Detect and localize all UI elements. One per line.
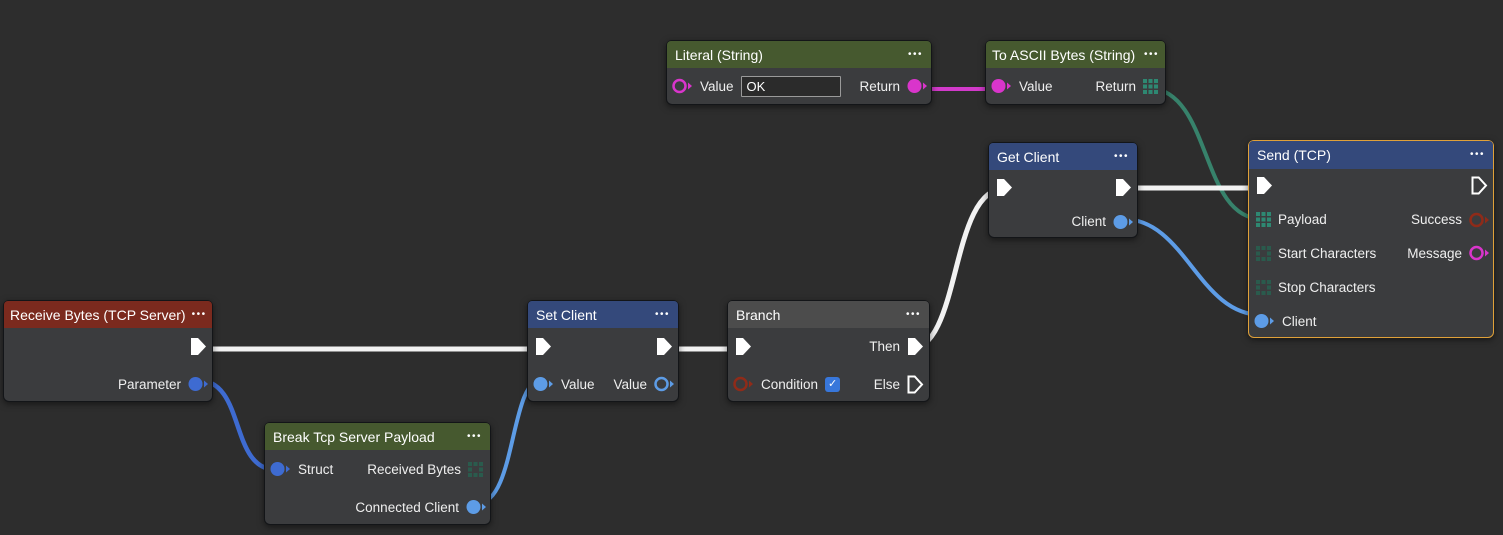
- node-receive-bytes-tcp-server[interactable]: Receive Bytes (TCP Server) ••• Parameter: [3, 300, 213, 402]
- connected-client-label: Connected Client: [355, 499, 459, 515]
- return-label: Return: [1095, 78, 1136, 94]
- payload-input-pin[interactable]: [1256, 212, 1271, 228]
- node-header[interactable]: To ASCII Bytes (String) •••: [986, 41, 1165, 68]
- struct-label: Struct: [298, 461, 334, 477]
- then-label: Then: [869, 339, 900, 355]
- exec-in-pin[interactable]: [1256, 176, 1273, 195]
- node-header[interactable]: Send (TCP) •••: [1249, 141, 1493, 169]
- start-characters-label: Start Characters: [1278, 245, 1377, 261]
- exec-out-pin[interactable]: [190, 337, 207, 356]
- received-bytes-output-pin[interactable]: [468, 461, 483, 477]
- node-branch[interactable]: Branch ••• Then Condition ✓: [727, 300, 930, 402]
- value-input-pin[interactable]: [991, 78, 1012, 94]
- node-header[interactable]: Receive Bytes (TCP Server) •••: [4, 301, 212, 328]
- node-title: Set Client: [536, 306, 597, 323]
- node-header[interactable]: Branch •••: [728, 301, 929, 328]
- node-break-tcp-server-payload[interactable]: Break Tcp Server Payload ••• Struct Rece…: [264, 422, 491, 525]
- node-menu-icon[interactable]: •••: [905, 308, 921, 320]
- connected-client-output-pin[interactable]: [466, 499, 487, 515]
- then-output-pin[interactable]: [907, 337, 924, 356]
- return-label: Return: [859, 78, 900, 94]
- payload-label: Payload: [1278, 212, 1327, 228]
- node-menu-icon[interactable]: •••: [1113, 150, 1129, 162]
- condition-label: Condition: [761, 376, 819, 392]
- node-menu-icon[interactable]: •••: [466, 430, 482, 442]
- value-input-pin[interactable]: [533, 376, 554, 392]
- node-header[interactable]: Break Tcp Server Payload •••: [265, 423, 490, 450]
- return-bytes-output-pin[interactable]: [1143, 78, 1158, 94]
- node-title: Receive Bytes (TCP Server): [10, 306, 186, 323]
- exec-in-pin[interactable]: [735, 337, 752, 356]
- node-header[interactable]: Literal (String) •••: [667, 41, 931, 68]
- client-output-pin[interactable]: [1113, 214, 1134, 230]
- struct-input-pin[interactable]: [270, 461, 291, 477]
- value-label: Value: [700, 78, 734, 94]
- client-label: Client: [1282, 313, 1317, 329]
- node-title: Get Client: [997, 148, 1060, 165]
- node-title: Send (TCP): [1257, 147, 1331, 163]
- received-bytes-label: Received Bytes: [367, 461, 461, 477]
- success-label: Success: [1410, 212, 1462, 228]
- node-title: Branch: [736, 306, 781, 323]
- node-menu-icon[interactable]: •••: [654, 308, 670, 320]
- stop-characters-label: Stop Characters: [1278, 279, 1376, 295]
- value-input-pin[interactable]: [672, 78, 693, 94]
- exec-out-pin[interactable]: [1115, 178, 1132, 197]
- else-label: Else: [873, 376, 900, 392]
- literal-value-input[interactable]: [740, 75, 841, 97]
- node-literal-string[interactable]: Literal (String) ••• Value Return: [666, 40, 932, 105]
- node-menu-icon[interactable]: •••: [1469, 149, 1485, 160]
- client-input-pin[interactable]: [1254, 313, 1275, 329]
- node-menu-icon[interactable]: •••: [191, 308, 207, 320]
- value-output-pin[interactable]: [654, 376, 675, 392]
- parameter-label: Parameter: [117, 376, 181, 392]
- parameter-output-pin[interactable]: [188, 376, 209, 392]
- node-send-tcp[interactable]: Send (TCP) ••• Payload Success: [1248, 140, 1494, 338]
- value-in-label: Value: [561, 376, 595, 392]
- node-title: Literal (String): [675, 46, 763, 63]
- message-output-pin[interactable]: [1469, 245, 1490, 261]
- node-title: Break Tcp Server Payload: [273, 428, 435, 445]
- value-out-label: Value: [613, 376, 647, 392]
- condition-input-pin[interactable]: [733, 376, 754, 392]
- exec-out-pin[interactable]: [1471, 176, 1488, 195]
- node-get-client[interactable]: Get Client ••• Client: [988, 142, 1138, 238]
- exec-in-pin[interactable]: [996, 178, 1013, 197]
- node-to-ascii-bytes[interactable]: To ASCII Bytes (String) ••• Value Return: [985, 40, 1166, 105]
- node-header[interactable]: Get Client •••: [989, 143, 1137, 170]
- exec-out-pin[interactable]: [656, 337, 673, 356]
- else-output-pin[interactable]: [907, 375, 924, 394]
- value-label: Value: [1019, 78, 1053, 94]
- node-menu-icon[interactable]: •••: [1143, 48, 1159, 60]
- message-label: Message: [1407, 245, 1462, 261]
- client-label: Client: [1071, 214, 1106, 230]
- exec-in-pin[interactable]: [535, 337, 552, 356]
- node-set-client[interactable]: Set Client ••• Value Value: [527, 300, 679, 402]
- node-title: To ASCII Bytes (String): [992, 46, 1136, 63]
- node-menu-icon[interactable]: •••: [907, 48, 923, 60]
- wire-getclient-client-to-send-client[interactable]: [1121, 217, 1264, 317]
- node-header[interactable]: Set Client •••: [528, 301, 678, 328]
- start-characters-input-pin[interactable]: [1256, 245, 1271, 261]
- return-output-pin[interactable]: [907, 78, 928, 94]
- success-output-pin[interactable]: [1469, 212, 1490, 228]
- checkmark-icon: ✓: [827, 377, 838, 390]
- condition-checkbox[interactable]: ✓: [825, 376, 841, 392]
- wire-ascii-return-to-send-payload[interactable]: [1148, 86, 1264, 221]
- stop-characters-input-pin[interactable]: [1256, 279, 1271, 295]
